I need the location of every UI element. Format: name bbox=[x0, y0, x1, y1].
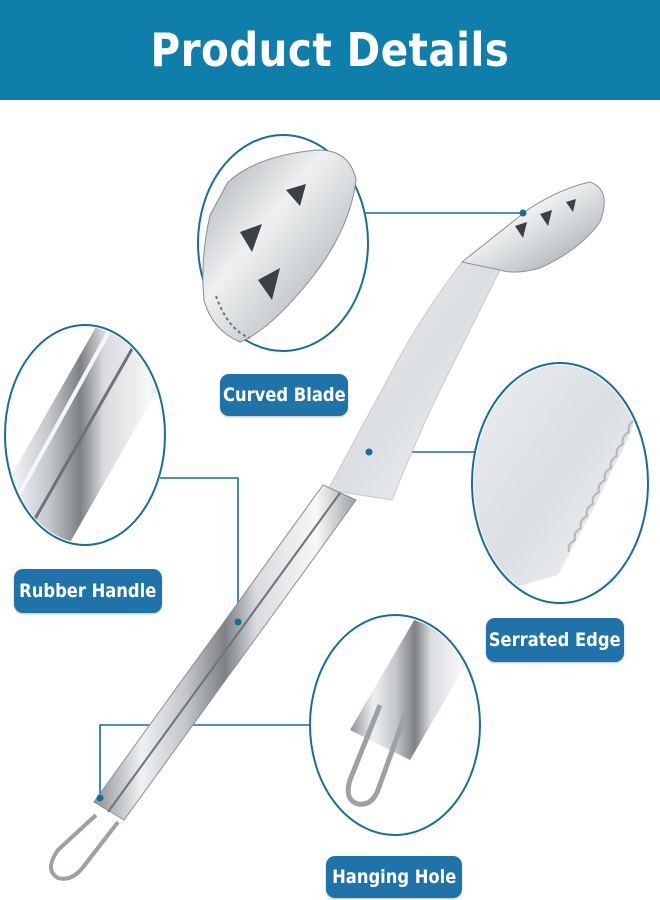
label-curved-blade: Curved Blade bbox=[220, 374, 348, 416]
label-rubber-handle: Rubber Handle bbox=[14, 569, 162, 613]
page-title: Product Details bbox=[150, 23, 510, 77]
callout-line-hanging-hole bbox=[99, 724, 310, 798]
callout-lines bbox=[99, 212, 523, 798]
zoom-hanging-hole bbox=[345, 617, 478, 807]
zoom-serrated-edge bbox=[474, 365, 636, 600]
peeler-tool bbox=[49, 181, 605, 881]
callout-line-rubber-handle bbox=[160, 477, 239, 622]
label-hanging-hole: Hanging Hole bbox=[326, 856, 462, 898]
zoom-curved-blade bbox=[202, 149, 357, 343]
title-banner: Product Details bbox=[0, 0, 660, 100]
callout-dots bbox=[96, 209, 527, 802]
label-serrated-edge: Serrated Edge bbox=[486, 618, 624, 662]
